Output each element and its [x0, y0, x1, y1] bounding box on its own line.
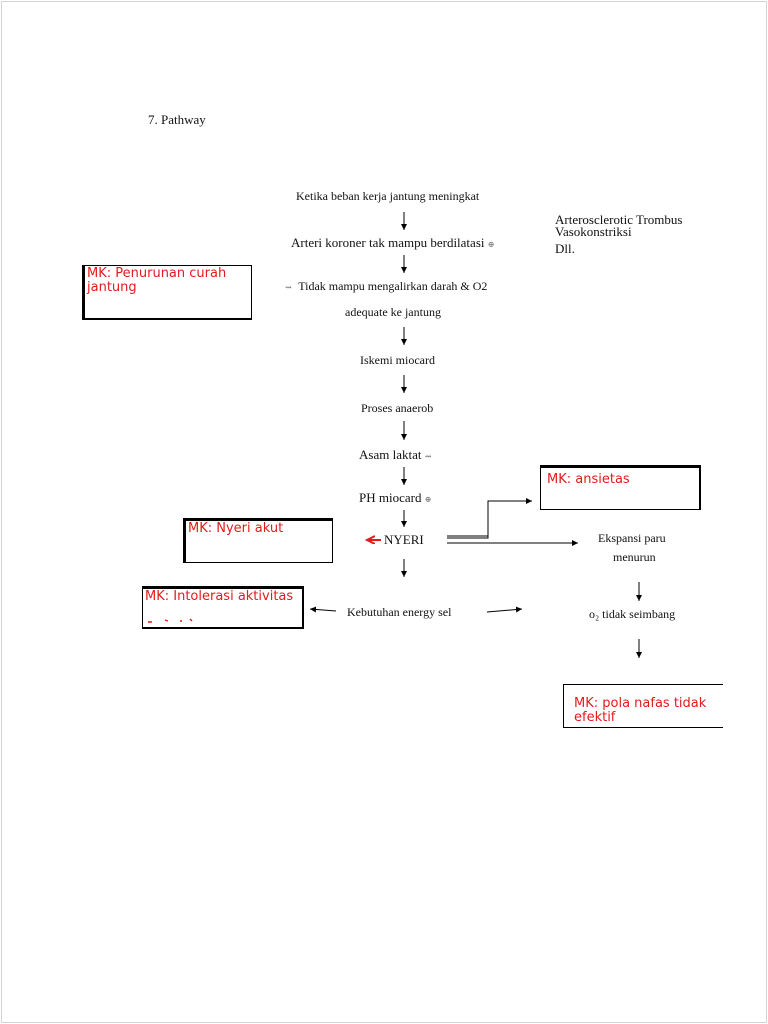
diagnosis-penurunan-curah-jantung: MK: Penurunan curah jantung	[82, 265, 252, 320]
diagnosis-pola-nafas: MK: pola nafas tidak efektif	[563, 684, 723, 728]
flow-step-7: PH miocard ⊕	[359, 490, 432, 505]
flow-step-4: Iskemi miocard	[360, 353, 435, 367]
flow-step-6: Asam laktat ⇝	[359, 447, 432, 462]
flow-step-2: Arteri koroner tak mampu berdilatasi ⊕	[291, 235, 495, 250]
section-heading: 7. Pathway	[148, 112, 206, 127]
flow-step-3: ⇝ Tidak mampu mengalirkan darah & O2	[285, 279, 488, 293]
flow-step-1: Ketika beban kerja jantung meningkat	[296, 189, 480, 203]
arrow-to-intoleransi	[309, 606, 337, 613]
ekspansi-line-2: menurun	[613, 550, 656, 564]
diagnosis-intoleransi-aktivitas: MK: Intolerasi aktivitas	[142, 586, 304, 629]
symbol-glyph: ⇝	[424, 452, 432, 461]
flow-step-3b: adequate ke jantung	[345, 305, 441, 319]
arrow-to-o2	[486, 606, 523, 613]
cause-line-2: Vasokonstriksi	[555, 224, 632, 239]
flow-step-8: NYERI	[384, 532, 424, 547]
flow-step-5: Proses anaerob	[361, 401, 434, 415]
o2-imbalance: o₂ tidak seimbang	[589, 607, 676, 621]
symbol-glyph: ⊕	[487, 240, 495, 249]
arrow-to-ansietas	[447, 498, 532, 539]
red-marks	[148, 618, 193, 623]
symbol-glyph: ⇝	[285, 283, 292, 292]
cause-line-3: Dll.	[555, 241, 575, 256]
ekspansi-line-1: Ekspansi paru	[598, 531, 666, 545]
diagnosis-ansietas: MK: ansietas	[540, 465, 701, 510]
cause-line-1: Arterosclerotic Trombus	[555, 212, 683, 227]
symbol-glyph: ⊕	[424, 495, 432, 504]
diagnosis-nyeri-akut: MK: Nyeri akut	[183, 518, 333, 563]
flow-step-9: Kebutuhan energy sel	[347, 605, 452, 619]
